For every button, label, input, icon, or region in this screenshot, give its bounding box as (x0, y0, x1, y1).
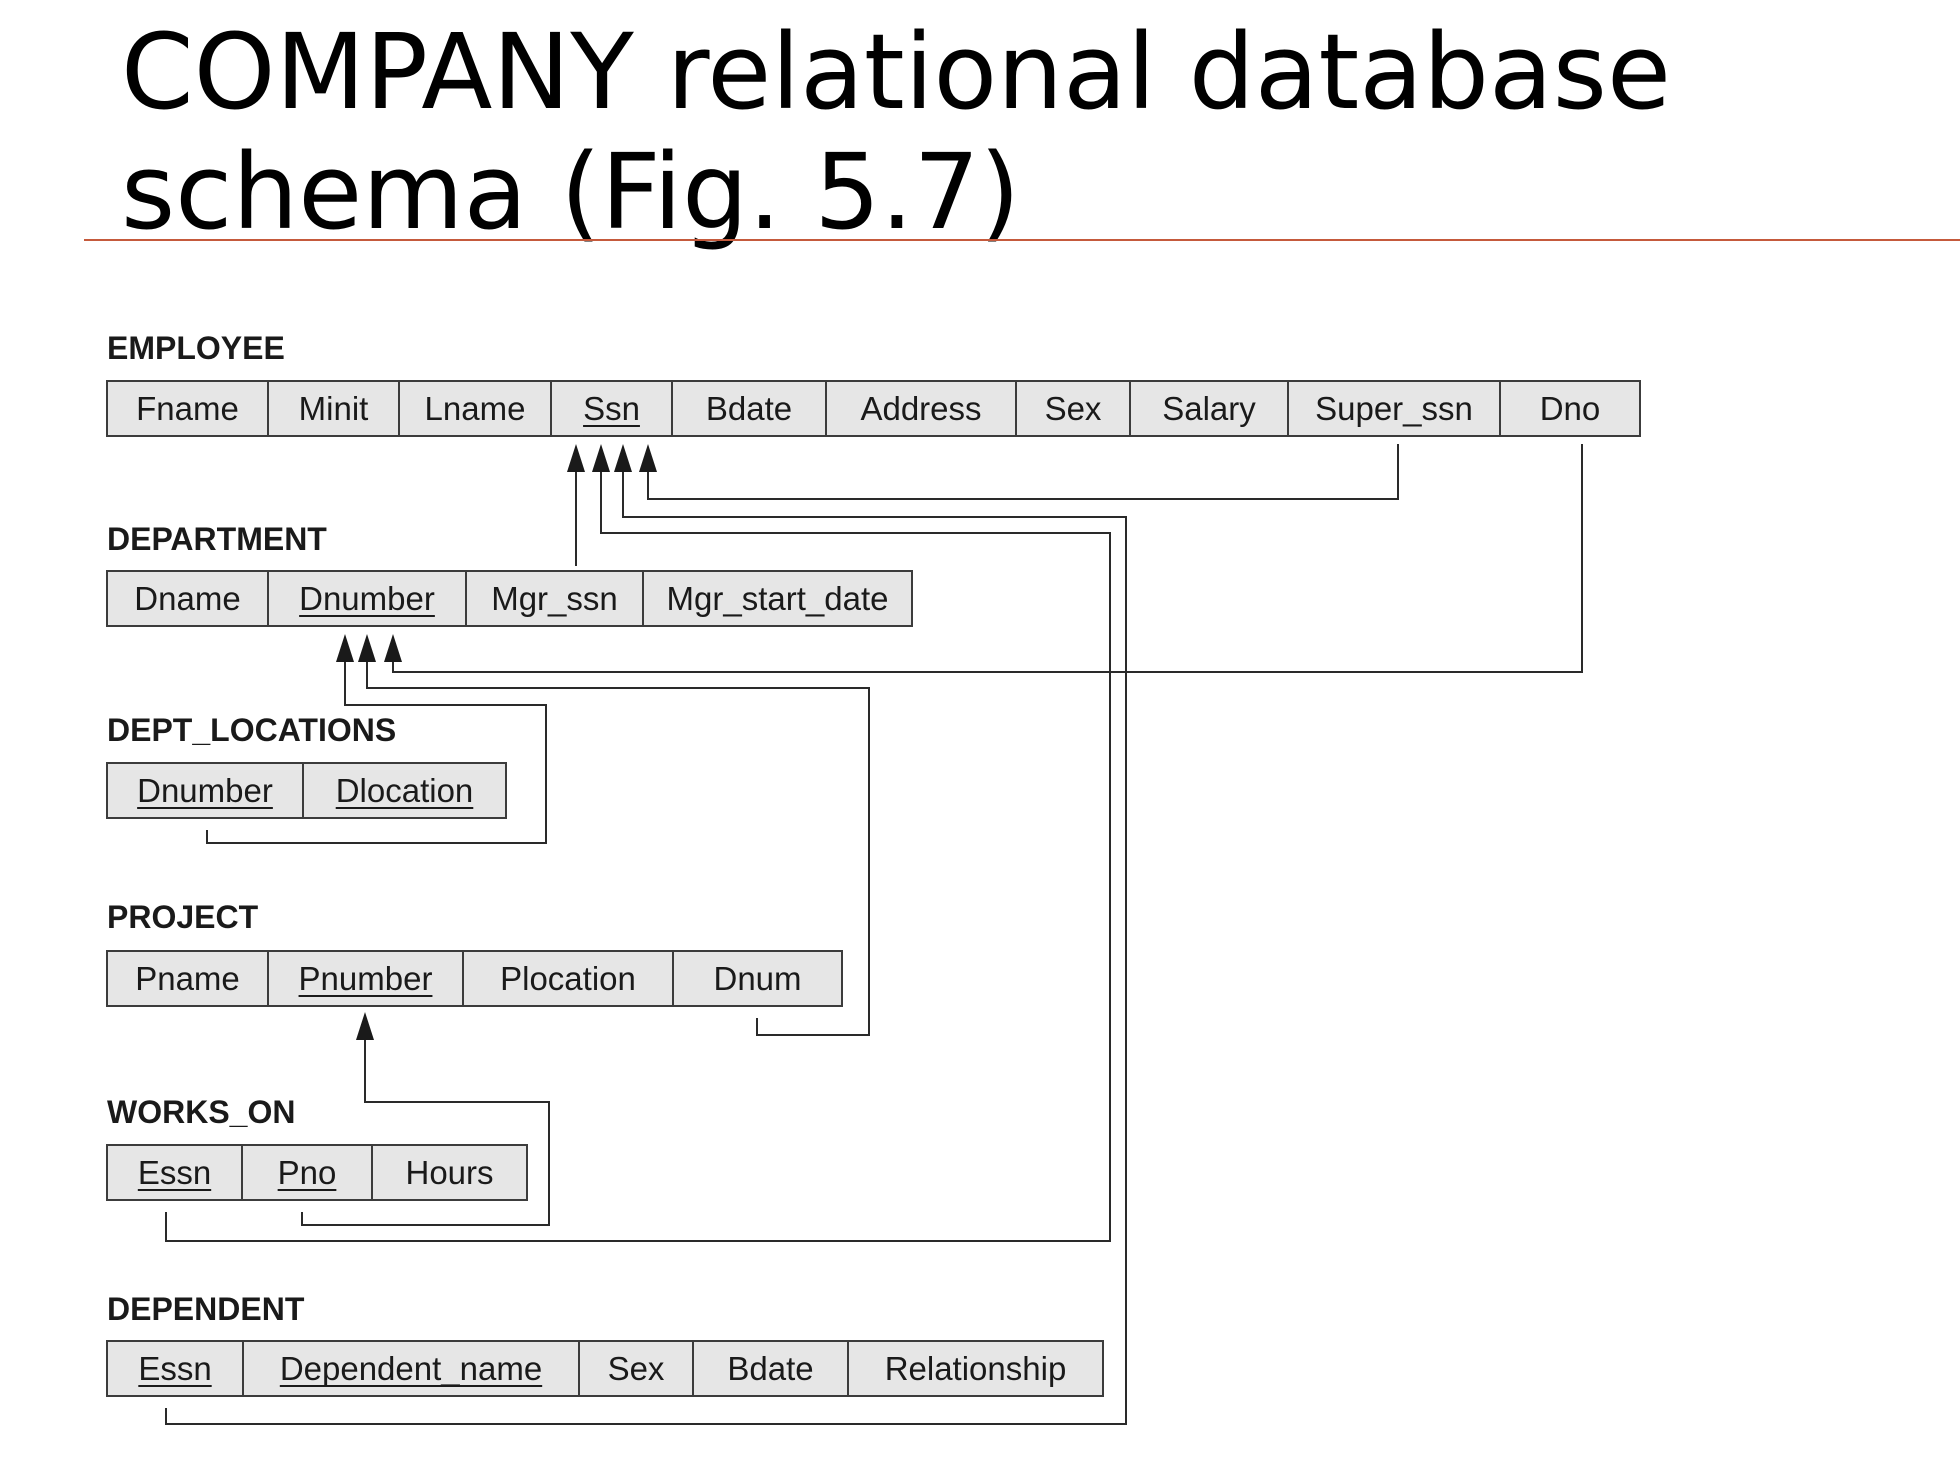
relation-dept-locations: DEPT_LOCATIONS Dnumber Dlocation (106, 712, 507, 819)
slide-title-line1: COMPANY relational database (121, 11, 1671, 133)
relation-name-dept-locations: DEPT_LOCATIONS (107, 712, 396, 748)
attribute-label-works-on-hours: Hours (405, 1154, 493, 1191)
attribute-label-dependent-relationship: Relationship (885, 1350, 1067, 1387)
attribute-cell-project-pname (106, 950, 269, 1007)
relation-department: DEPARTMENT Dname Dnumber Mgr_ssn Mgr_start_d… (106, 521, 913, 627)
attribute-label-dependent-bdate: Bdate (727, 1350, 813, 1387)
fk-dependent-essn-to-employee-ssn-arrowhead (614, 444, 632, 472)
fk-works-on-pno-to-project-pnumber (301, 1012, 550, 1226)
attribute-label-works-on-pno: Pno (278, 1154, 337, 1191)
attribute-label-employee-salary: Salary (1162, 390, 1256, 427)
relation-name-dependent: DEPENDENT (107, 1291, 305, 1327)
foreign-key-arrows (165, 444, 1583, 1425)
attribute-label-dependent-sex: Sex (608, 1350, 665, 1387)
fk-dependent-essn-to-employee-ssn (165, 444, 1127, 1425)
attribute-cell-employee-super-ssn (1287, 380, 1501, 437)
attribute-cell-employee-bdate (671, 380, 827, 437)
attribute-cell-department-mgr-start-date (642, 570, 913, 627)
attribute-cell-employee-fname (106, 380, 269, 437)
fk-dept-locations-dnumber-to-department-dnumber (206, 634, 547, 844)
relation-name-department: DEPARTMENT (107, 521, 327, 557)
fk-employee-dno-to-department-dnumber (384, 444, 1583, 673)
attribute-cell-employee-salary (1129, 380, 1289, 437)
relation-dependent: DEPENDENT Essn Dependent_name Sex Bdate Relat… (106, 1291, 1104, 1397)
fk-department-mgr-ssn-to-employee-ssn (567, 444, 585, 566)
attribute-cell-employee-lname (398, 380, 552, 437)
attribute-label-employee-dno: Dno (1540, 390, 1601, 427)
attribute-label-employee-minit: Minit (299, 390, 369, 427)
attribute-label-employee-bdate: Bdate (706, 390, 792, 427)
fk-dept-locations-dnumber-to-department-dnumber-arrowhead (336, 634, 354, 662)
fk-employee-dno-to-department-dnumber-arrowhead (384, 634, 402, 662)
attribute-label-department-mgr-start-date: Mgr_start_date (667, 580, 889, 617)
fk-works-on-pno-to-project-pnumber-line (301, 1038, 550, 1226)
attribute-label-employee-address: Address (860, 390, 981, 427)
fk-project-dnum-to-department-dnumber-arrowhead (358, 634, 376, 662)
relation-name-employee: EMPLOYEE (107, 330, 285, 366)
attribute-label-department-dnumber: Dnumber (299, 580, 435, 617)
fk-works-on-essn-to-employee-ssn (165, 444, 1111, 1242)
fk-dependent-essn-to-employee-ssn-line (165, 470, 1127, 1425)
fk-works-on-essn-to-employee-ssn-arrowhead (592, 444, 610, 472)
relation-works-on: WORKS_ON Essn Pno Hours (106, 1094, 528, 1201)
attribute-cell-employee-sex (1015, 380, 1131, 437)
attribute-label-department-dname: Dname (134, 580, 240, 617)
relation-name-works-on: WORKS_ON (107, 1094, 295, 1130)
attribute-cell-dependent-bdate (692, 1340, 849, 1397)
attribute-label-works-on-essn: Essn (138, 1154, 211, 1191)
attribute-label-dependent-essn: Essn (138, 1350, 211, 1387)
attribute-label-department-mgr-ssn: Mgr_ssn (491, 580, 618, 617)
attribute-cell-dependent-sex (578, 1340, 694, 1397)
fk-project-dnum-to-department-dnumber-line (366, 660, 870, 1036)
fk-department-mgr-ssn-to-employee-ssn-arrowhead (567, 444, 585, 472)
attribute-label-employee-fname: Fname (136, 390, 239, 427)
attribute-cell-employee-dno (1499, 380, 1641, 437)
attribute-label-project-pnumber: Pnumber (299, 960, 433, 997)
attribute-label-employee-lname: Lname (425, 390, 526, 427)
attribute-cell-department-mgr-ssn (465, 570, 644, 627)
fk-employee-super-ssn-to-employee-ssn-arrowhead (639, 444, 657, 472)
attribute-label-dept-locations-dlocation: Dlocation (336, 772, 474, 809)
fk-employee-dno-to-department-dnumber-line (392, 444, 1583, 673)
attribute-label-dept-locations-dnumber: Dnumber (137, 772, 273, 809)
attribute-label-project-plocation: Plocation (500, 960, 636, 997)
fk-works-on-pno-to-project-pnumber-arrowhead (356, 1012, 374, 1040)
attribute-cell-dependent-relationship (847, 1340, 1104, 1397)
attribute-cell-project-dnum (672, 950, 843, 1007)
attribute-label-employee-super-ssn: Super_ssn (1315, 390, 1473, 427)
relation-name-project: PROJECT (107, 899, 259, 935)
relation-project: PROJECT Pname Pnumber Plocation Dnum (106, 899, 843, 1007)
slide-title: COMPANY relational database schema (Fig.… (121, 12, 1671, 252)
attribute-label-project-dnum: Dnum (713, 960, 801, 997)
attribute-label-employee-sex: Sex (1045, 390, 1102, 427)
slide-title-line2: schema (Fig. 5.7) (121, 131, 1021, 253)
fk-works-on-essn-to-employee-ssn-line (165, 470, 1111, 1242)
fk-employee-super-ssn-to-employee-ssn (639, 444, 1399, 500)
relation-employee: EMPLOYEE Fname Minit Lname Ssn Bdate Address Se… (106, 330, 1641, 437)
fk-project-dnum-to-department-dnumber (358, 634, 870, 1036)
fk-dept-locations-dnumber-to-department-dnumber-line (206, 660, 547, 844)
attribute-cell-employee-address (825, 380, 1017, 437)
attribute-label-dependent-dependent-name: Dependent_name (280, 1350, 542, 1387)
title-divider (84, 239, 1960, 241)
attribute-label-project-pname: Pname (135, 960, 240, 997)
attribute-label-employee-ssn: Ssn (583, 390, 640, 427)
fk-employee-super-ssn-to-employee-ssn-line (647, 444, 1399, 500)
attribute-cell-works-on-hours (371, 1144, 528, 1201)
